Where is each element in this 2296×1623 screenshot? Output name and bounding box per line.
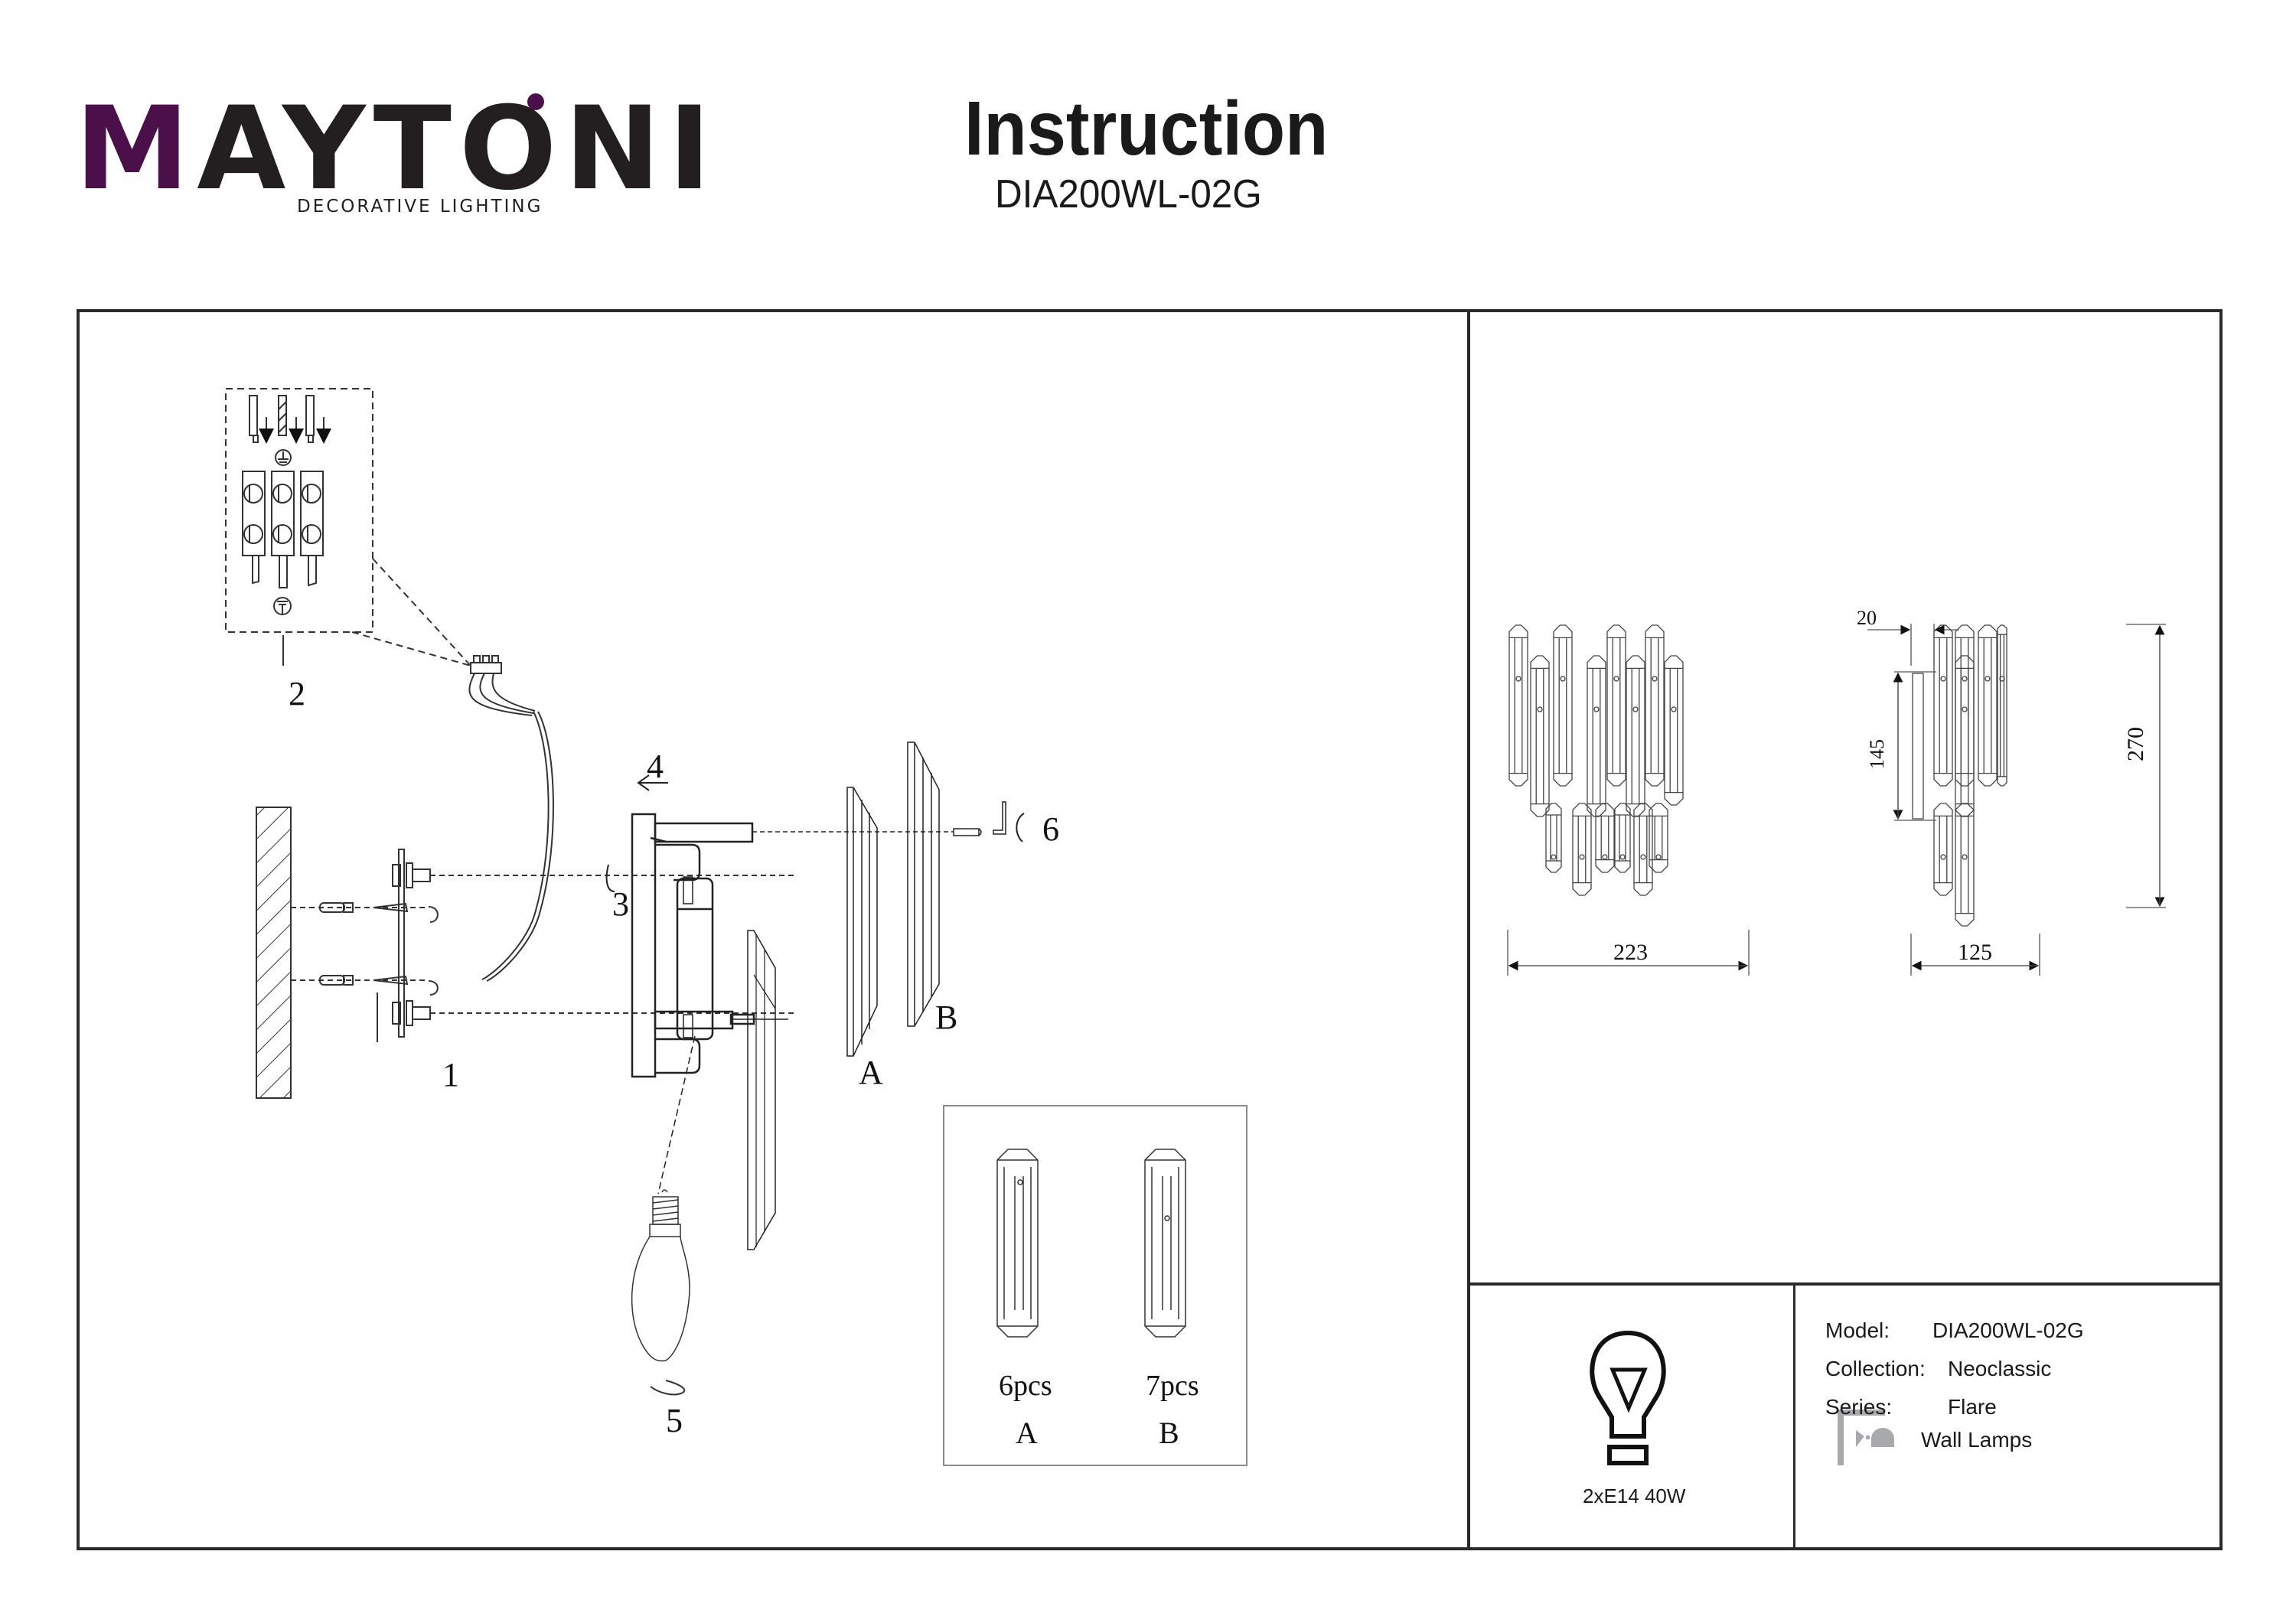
brand-logo-text: AYTON [197, 83, 669, 216]
brand-logo-dot [527, 93, 544, 110]
side-view-drawing [1912, 624, 2007, 927]
lamp-body [605, 774, 788, 1250]
lamp-spec-text: 2xE14 40W [1583, 1484, 1686, 1507]
backplate-side [1912, 673, 1924, 820]
crystal-rod [1978, 624, 1998, 787]
frame-divider-horizontal [1467, 1282, 2219, 1286]
earth-ground-icon [275, 449, 292, 466]
crystal-rod [1645, 624, 1665, 787]
crystal-part-a [996, 1149, 1039, 1338]
crystal-rod [1606, 624, 1626, 787]
wall-lamp-icon [1838, 1410, 1894, 1465]
crystal-rod [1626, 655, 1645, 817]
crystal-rod [1664, 655, 1684, 806]
earth-wire [278, 395, 287, 436]
front-view-drawing [1508, 624, 1684, 896]
wood-screw [373, 902, 409, 913]
crystal-rod [1595, 803, 1615, 873]
crystal-rod-holder [654, 822, 754, 843]
terminal-block [300, 471, 324, 556]
crystal-plate-b [907, 741, 940, 1027]
dimension-depth: 125 [1958, 940, 1992, 965]
crystal-rod [1587, 655, 1606, 817]
model-code-heading: DIA200WL-02G [995, 172, 1262, 217]
wall-section [256, 807, 292, 1099]
rotate-arrow-icon [428, 906, 439, 923]
brand-logo-i: I [668, 83, 719, 216]
wood-screw [373, 975, 409, 986]
mounting-plate [398, 849, 405, 1038]
collection-value: Neoclassic [1948, 1357, 2052, 1380]
crystal-rod [1955, 655, 1975, 817]
crystal-rod [1633, 803, 1653, 896]
crystal-rod [1955, 624, 1975, 787]
series-label: Series: [1825, 1395, 1893, 1419]
part-a-count: 6pcs [999, 1370, 1052, 1402]
terminal-connector [468, 655, 554, 982]
step-label-6: 6 [1042, 810, 1059, 848]
dimension-backplate-thickness: 20 [1857, 607, 1877, 629]
crystal-rod [1955, 803, 1975, 927]
crystal-rod [1614, 803, 1631, 873]
mounting-plate-assembly [291, 849, 796, 1042]
hex-key-icon [993, 801, 1006, 835]
frame-divider-vertical [1467, 309, 1470, 1547]
crystal-rod [1508, 624, 1528, 787]
step-label-1: 1 [442, 1056, 459, 1093]
model-value: DIA200WL-02G [1932, 1318, 2084, 1342]
step-label-2: 2 [289, 675, 305, 712]
part-label-a: A [859, 1054, 883, 1091]
step-label-5: 5 [666, 1402, 683, 1439]
brand-logo-m: M [75, 83, 197, 216]
dimension-backplate-height: 145 [1866, 739, 1888, 769]
collection-label: Collection: [1825, 1357, 1926, 1380]
crystal-rod [1933, 803, 1953, 896]
rotate-arrow-icon [1016, 813, 1025, 842]
candle-bulb [631, 1189, 690, 1396]
brand-logo: MAYTONI [75, 92, 719, 207]
drawing-frame [77, 309, 2223, 1550]
dimension-height: 270 [2123, 727, 2148, 761]
power-cable [481, 711, 550, 980]
dimension-width: 223 [1613, 940, 1648, 965]
lamp-socket [676, 877, 714, 1041]
series-value: Flare [1948, 1395, 1997, 1419]
step-label-4: 4 [647, 748, 664, 785]
crystal-rod [1530, 655, 1550, 817]
wiring-detail-box [225, 388, 373, 633]
crystal-rod [1933, 624, 1953, 787]
part-a-label: A [1016, 1416, 1038, 1450]
parts-box [943, 1105, 1247, 1466]
light-bulb-icon [1590, 1330, 1666, 1465]
rotate-arrow-icon [605, 864, 615, 892]
crystal-plates [752, 741, 1025, 1057]
fixing-screw [953, 828, 980, 836]
crystal-part-b [1144, 1149, 1186, 1338]
crystal-plate-a [846, 787, 878, 1057]
crystal-rod [1997, 624, 2007, 787]
page-title: Instruction [964, 86, 1329, 171]
crystal-rod [747, 930, 776, 1250]
crystal-rod [1572, 803, 1592, 896]
part-label-b: B [935, 999, 958, 1036]
lamp-type-value: Wall Lamps [1921, 1428, 2033, 1452]
terminal-block [242, 471, 266, 556]
part-b-label: B [1159, 1416, 1179, 1450]
protective-earth-icon [273, 597, 292, 615]
crystal-rod [1553, 624, 1573, 787]
wiring-detail [225, 388, 471, 666]
step-label-3: 3 [612, 885, 629, 923]
crystal-rod [1545, 803, 1562, 873]
part-b-count: 7pcs [1146, 1370, 1199, 1402]
crystal-rod [1649, 803, 1668, 873]
model-label: Model: [1825, 1318, 1890, 1342]
rotate-arrow-icon [428, 980, 439, 996]
backplate [631, 813, 657, 1078]
info-divider-vertical [1793, 1282, 1795, 1547]
brand-tagline: DECORATIVE LIGHTING [297, 197, 543, 217]
rotate-arrow-icon [650, 1380, 686, 1396]
dimension-lines [1507, 624, 2166, 976]
